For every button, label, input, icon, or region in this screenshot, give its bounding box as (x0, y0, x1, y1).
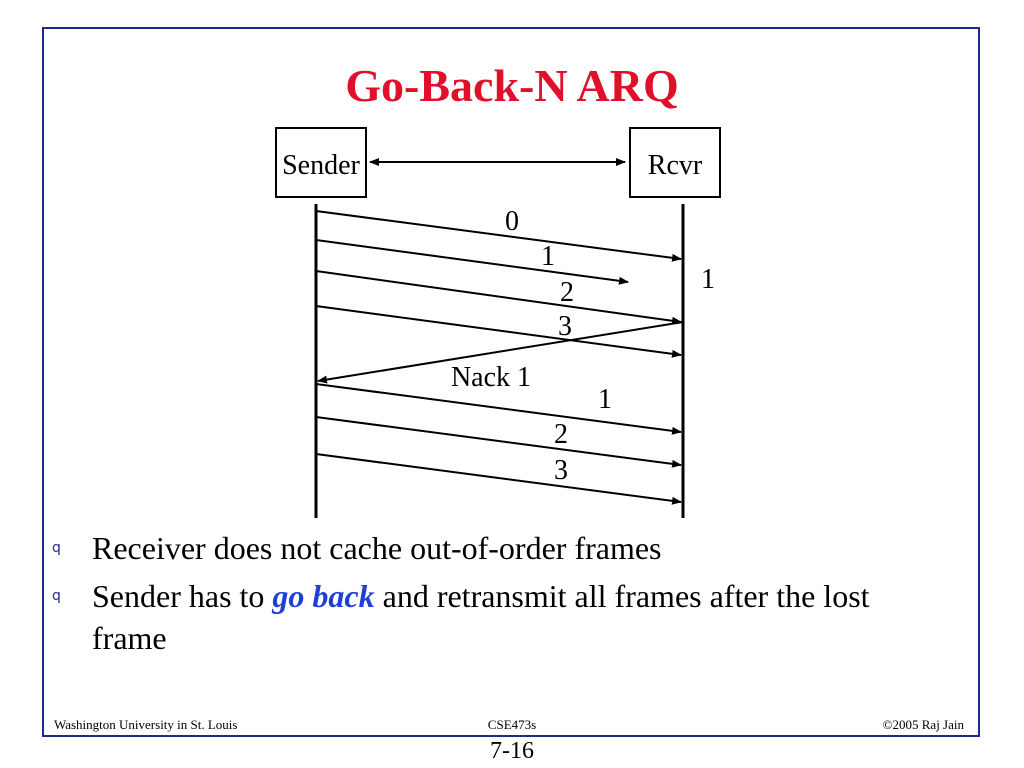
frame-2-label: 2 (560, 277, 574, 308)
frame-1-arrow-lost (315, 239, 629, 285)
frame-2-retransmit-label: 2 (554, 419, 568, 450)
frame-1-label: 1 (541, 241, 555, 272)
bullet-text: Receiver does not cache out-of-order fra… (92, 530, 662, 566)
bullet-marker: q (52, 540, 61, 556)
footer-left: Washington University in St. Louis (54, 717, 238, 732)
page-number: 7-16 (490, 738, 534, 764)
bullet-text: Sender has to (92, 578, 273, 614)
bullet-list: q Receiver does not cache out-of-order f… (52, 527, 952, 665)
bullet-item: q Sender has to go back and retransmit a… (52, 575, 952, 659)
frame-0-arrow (315, 210, 682, 262)
nack-1-label: Nack 1 (451, 362, 531, 393)
bullet-item: q Receiver does not cache out-of-order f… (52, 527, 952, 569)
frame-1-retransmit-arrow (315, 383, 682, 435)
frame-1-retransmit-label: 1 (598, 384, 612, 415)
receiver-label: Rcvr (648, 150, 703, 181)
sender-box (275, 127, 367, 198)
frame-3-retransmit-label: 3 (554, 455, 568, 486)
bullet-emphasis: go back (272, 578, 375, 614)
bullet-text: and retransmit all frames after the lost… (92, 578, 870, 656)
nack-1-arrow (317, 321, 684, 384)
frame-2-arrow (315, 270, 682, 325)
sender-label: Sender (282, 150, 360, 181)
frame-2-retransmit-arrow (315, 416, 682, 468)
receiver-note: 1 (701, 264, 715, 295)
bullet-marker: q (52, 588, 61, 604)
frame-0-label: 0 (505, 206, 519, 237)
footer-center: CSE473s (487, 717, 537, 732)
frame-3-retransmit-arrow (315, 453, 682, 505)
slide-border (42, 27, 980, 737)
footer-right: ©2005 Raj Jain (882, 717, 964, 732)
slide-title: Go-Back-N ARQ (345, 60, 679, 111)
frame-3-arrow (315, 305, 682, 358)
frame-3-label: 3 (558, 311, 572, 342)
receiver-box (629, 127, 721, 198)
